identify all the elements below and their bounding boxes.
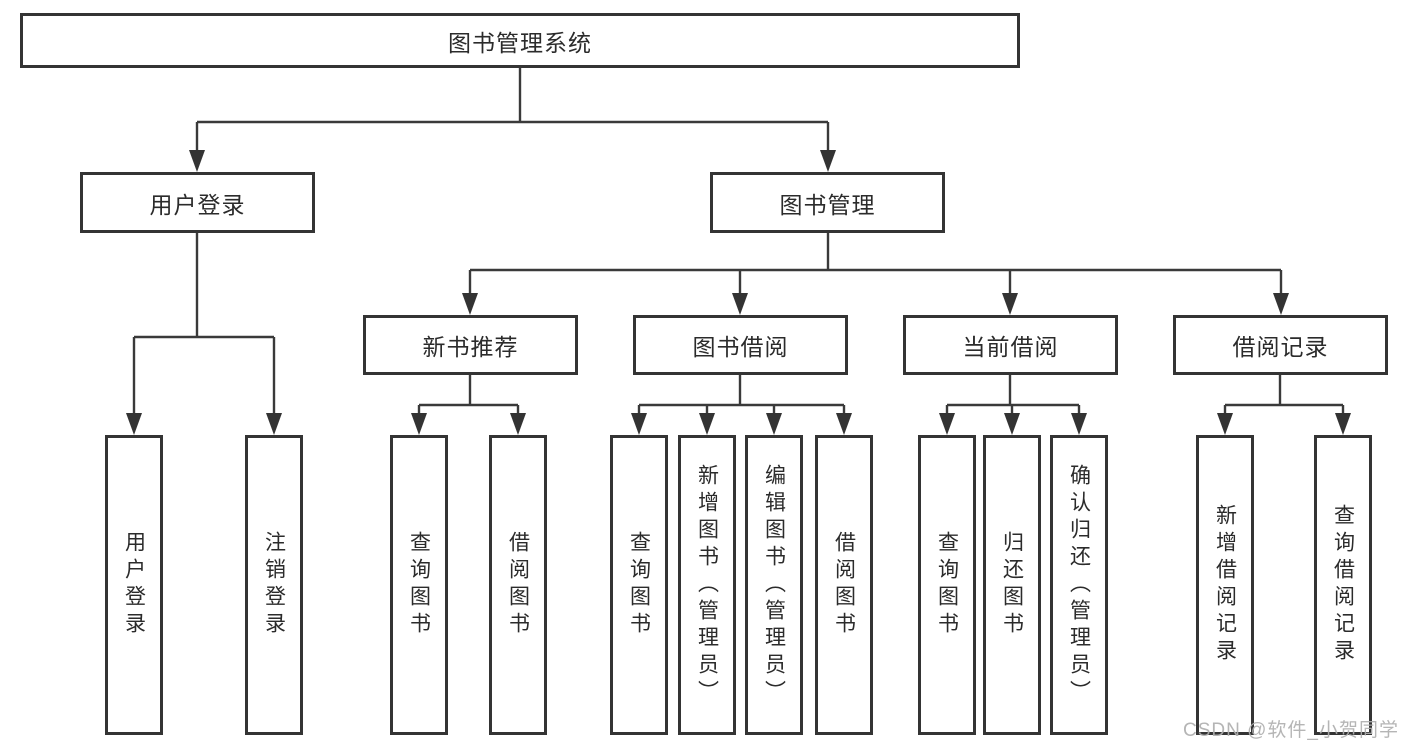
leaf-label: 借阅图书 — [832, 531, 856, 639]
leaf-label: 编辑图书（管理员） — [762, 463, 786, 707]
leaf-add-books-admin: 新增图书（管理员） — [678, 435, 736, 735]
leaf-label: 新增图书（管理员） — [695, 463, 719, 707]
arrowhead — [266, 413, 282, 435]
node-root-system: 图书管理系统 — [20, 13, 1020, 68]
node-borrow-records: 借阅记录 — [1173, 315, 1388, 375]
node-label: 新书推荐 — [422, 334, 519, 360]
arrowhead — [1335, 413, 1351, 435]
leaf-user-login: 用户登录 — [105, 435, 163, 735]
arrowhead — [1273, 293, 1289, 315]
node-book-management-module: 图书管理 — [710, 172, 945, 233]
arrowhead — [1071, 413, 1087, 435]
arrowhead — [510, 413, 526, 435]
arrowhead — [836, 413, 852, 435]
leaf-query-books-current: 查询图书 — [918, 435, 976, 735]
node-label: 当前借阅 — [962, 334, 1059, 360]
node-label: 用户登录 — [149, 191, 246, 218]
leaf-label: 查询借阅记录 — [1331, 504, 1355, 666]
leaf-query-borrow-record: 查询借阅记录 — [1314, 435, 1372, 735]
arrowhead — [766, 413, 782, 435]
leaf-return-books: 归还图书 — [983, 435, 1041, 735]
arrowhead — [126, 413, 142, 435]
leaf-label: 确认归还（管理员） — [1067, 463, 1091, 707]
leaf-label: 借阅图书 — [506, 531, 530, 639]
node-book-borrow: 图书借阅 — [633, 315, 848, 375]
arrowhead — [732, 293, 748, 315]
node-root-label: 图书管理系统 — [448, 29, 592, 56]
leaf-borrow-books-recommend: 借阅图书 — [489, 435, 547, 735]
node-label: 图书管理 — [779, 191, 876, 218]
arrowhead — [1004, 413, 1020, 435]
node-current-borrow: 当前借阅 — [903, 315, 1118, 375]
arrowhead — [820, 150, 836, 172]
leaf-label: 查询图书 — [627, 531, 651, 639]
arrowhead — [699, 413, 715, 435]
node-label: 借阅记录 — [1232, 334, 1329, 360]
leaf-label: 归还图书 — [1000, 531, 1024, 639]
leaf-logout: 注销登录 — [245, 435, 303, 735]
leaf-label: 注销登录 — [262, 531, 286, 639]
leaf-label: 查询图书 — [407, 531, 431, 639]
arrowhead — [939, 413, 955, 435]
arrowhead — [631, 413, 647, 435]
node-new-book-recommend: 新书推荐 — [363, 315, 578, 375]
csdn-watermark: CSDN @软件_小贺同学 — [1183, 720, 1399, 741]
node-user-login-module: 用户登录 — [80, 172, 315, 233]
leaf-query-books-borrow: 查询图书 — [610, 435, 668, 735]
leaf-borrow-books: 借阅图书 — [815, 435, 873, 735]
leaf-label: 查询图书 — [935, 531, 959, 639]
node-label: 图书借阅 — [692, 334, 789, 360]
leaf-query-books-recommend: 查询图书 — [390, 435, 448, 735]
arrowhead — [1002, 293, 1018, 315]
leaf-label: 新增借阅记录 — [1213, 504, 1237, 666]
arrowhead — [1217, 413, 1233, 435]
arrowhead — [462, 293, 478, 315]
leaf-label: 用户登录 — [122, 531, 146, 639]
leaf-confirm-return-admin: 确认归还（管理员） — [1050, 435, 1108, 735]
arrowhead — [411, 413, 427, 435]
leaf-add-borrow-record: 新增借阅记录 — [1196, 435, 1254, 735]
arrowhead — [189, 150, 205, 172]
leaf-edit-books-admin: 编辑图书（管理员） — [745, 435, 803, 735]
